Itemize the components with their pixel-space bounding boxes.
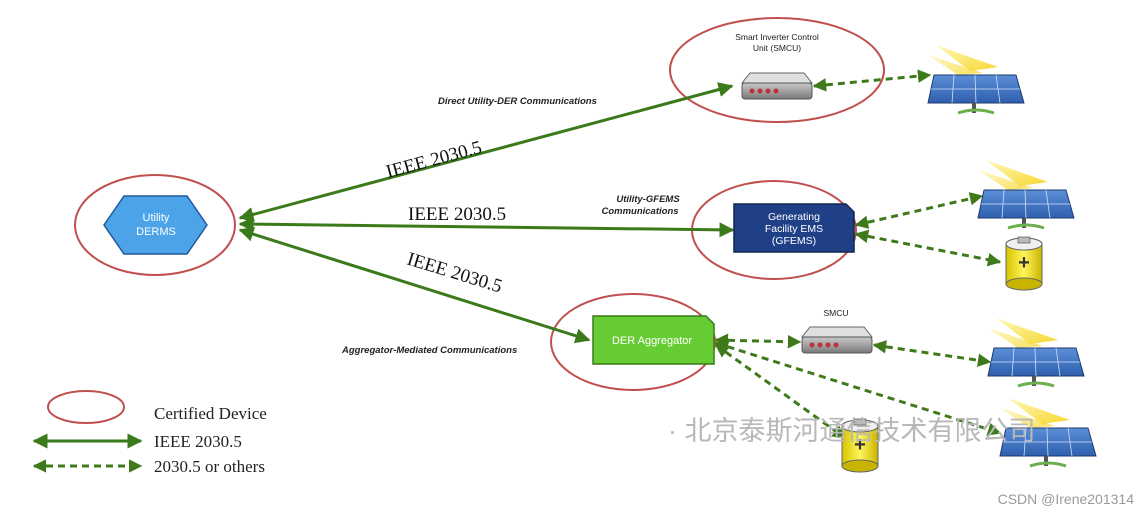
battery-icon <box>1005 236 1043 291</box>
smcu-top-node: Smart Inverter Control Unit (SMCU) <box>735 32 819 100</box>
smcu-mid-label: SMCU <box>823 308 848 318</box>
legend-certified-swatch <box>47 390 125 424</box>
solar-panel-icon <box>986 316 1086 388</box>
dashed-arrows <box>714 69 1002 440</box>
der-aggregator-node: DER Aggregator <box>592 315 715 365</box>
derms-label-line2: DERMS <box>136 226 176 238</box>
solid-arrow-top <box>238 82 734 222</box>
smcu-mid-device-icon <box>801 326 873 354</box>
utility-derms-node: Utility DERMS <box>103 195 208 255</box>
link-middle-caption-line2: Communications <box>601 206 678 217</box>
legend: Certified Device IEEE 2030.5 2030.5 or o… <box>32 390 267 476</box>
aggregator-label: DER Aggregator <box>612 335 692 347</box>
solid-arrow-bottom <box>238 226 591 344</box>
link-bottom-caption: Aggregator-Mediated Communications <box>341 345 517 356</box>
solar-panel-icon <box>976 158 1076 230</box>
smcu-top-device-icon <box>741 72 813 100</box>
link-middle-protocol: IEEE 2030.5 <box>408 204 506 225</box>
solar-panel-icon <box>926 43 1026 115</box>
derms-label-line1: Utility <box>143 212 170 224</box>
link-top-caption: Direct Utility-DER Communications <box>438 96 597 107</box>
gfems-label-line2: Facility EMS <box>765 223 823 235</box>
certified-ring-derms <box>74 174 236 276</box>
watermark-company: · 北京泰斯河通信技术有限公司 <box>668 416 1036 446</box>
smcu-top-label-line2: Unit (SMCU) <box>753 43 801 53</box>
legend-dashed-label: 2030.5 or others <box>154 457 265 476</box>
link-bottom-protocol: IEEE 2030.5 <box>405 249 505 298</box>
watermark-credit: CSDN @Irene201314 <box>998 491 1135 507</box>
gfems-label-line3: (GFEMS) <box>772 235 816 247</box>
link-middle-caption-line1: Utility-GFEMS <box>616 194 680 205</box>
smcu-mid-node: SMCU <box>801 308 873 354</box>
gfems-label-line1: Generating <box>768 211 820 223</box>
gfems-node: Generating Facility EMS (GFEMS) <box>733 203 855 253</box>
legend-certified-label: Certified Device <box>154 404 267 423</box>
smcu-top-label-line1: Smart Inverter Control <box>735 32 819 42</box>
legend-solid-label: IEEE 2030.5 <box>154 432 242 451</box>
link-top-protocol: IEEE 2030.5 <box>384 137 484 183</box>
